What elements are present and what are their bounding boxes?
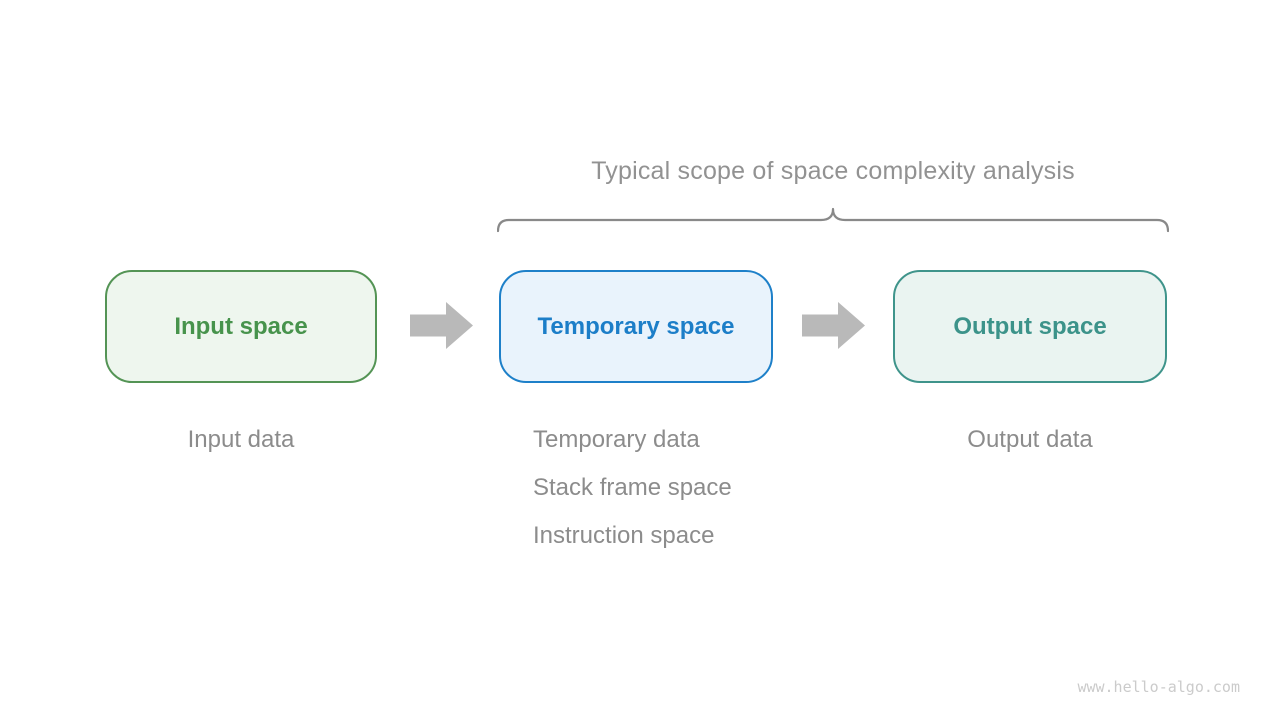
temporary-notes: Temporary data Stack frame space Instruc… <box>533 416 732 560</box>
temporary-space-box: Temporary space <box>499 270 773 383</box>
watermark: www.hello-algo.com <box>1077 678 1240 696</box>
temporary-space-label: Temporary space <box>537 312 735 340</box>
input-data-note: Input data <box>187 426 295 453</box>
note-line-instruction-space: Instruction space <box>533 522 715 549</box>
input-space-label: Input space <box>174 312 308 340</box>
input-space-box: Input space <box>105 270 377 383</box>
right-arrow-icon <box>802 302 865 349</box>
output-space-box: Output space <box>893 270 1167 383</box>
note-line-temporary-data: Temporary data <box>533 426 700 453</box>
top-curly-brace-icon <box>497 207 1169 233</box>
output-data-note: Output data <box>967 426 1093 453</box>
output-space-label: Output space <box>953 312 1107 340</box>
note-line-stack-frame-space: Stack frame space <box>533 474 732 501</box>
right-arrow-icon <box>410 302 473 349</box>
scope-title: Typical scope of space complexity analys… <box>591 157 1075 185</box>
